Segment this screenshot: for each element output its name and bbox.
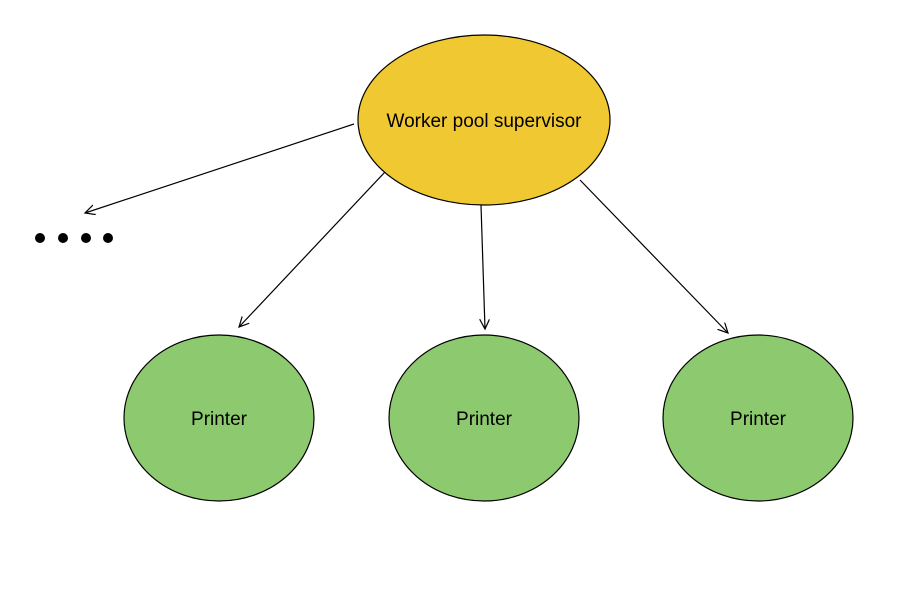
worker-ellipse xyxy=(388,334,580,502)
arrow-to-printer-1 xyxy=(239,171,386,327)
worker-ellipse xyxy=(123,334,315,502)
arrow-to-printer-3 xyxy=(579,179,728,333)
supervisor-ellipse xyxy=(357,34,611,206)
ellipsis-dot xyxy=(35,233,45,243)
arrow-to-more-workers xyxy=(85,123,355,213)
worker-label: Printer xyxy=(191,409,248,430)
worker-label: Printer xyxy=(730,409,787,430)
more-workers-ellipsis xyxy=(35,233,113,243)
supervisor-label: Worker pool supervisor xyxy=(386,111,582,132)
worker-node-2[interactable]: Printer xyxy=(388,334,580,502)
worker-label: Printer xyxy=(456,409,513,430)
supervisor-node[interactable]: Worker pool supervisor xyxy=(357,34,611,206)
ellipsis-dot xyxy=(58,233,68,243)
ellipsis-dot xyxy=(103,233,113,243)
arrow-to-printer-2 xyxy=(481,204,485,329)
ellipsis-dot xyxy=(81,233,91,243)
worker-node-1[interactable]: Printer xyxy=(123,334,315,502)
worker-ellipse xyxy=(662,334,854,502)
worker-node-3[interactable]: Printer xyxy=(662,334,854,502)
